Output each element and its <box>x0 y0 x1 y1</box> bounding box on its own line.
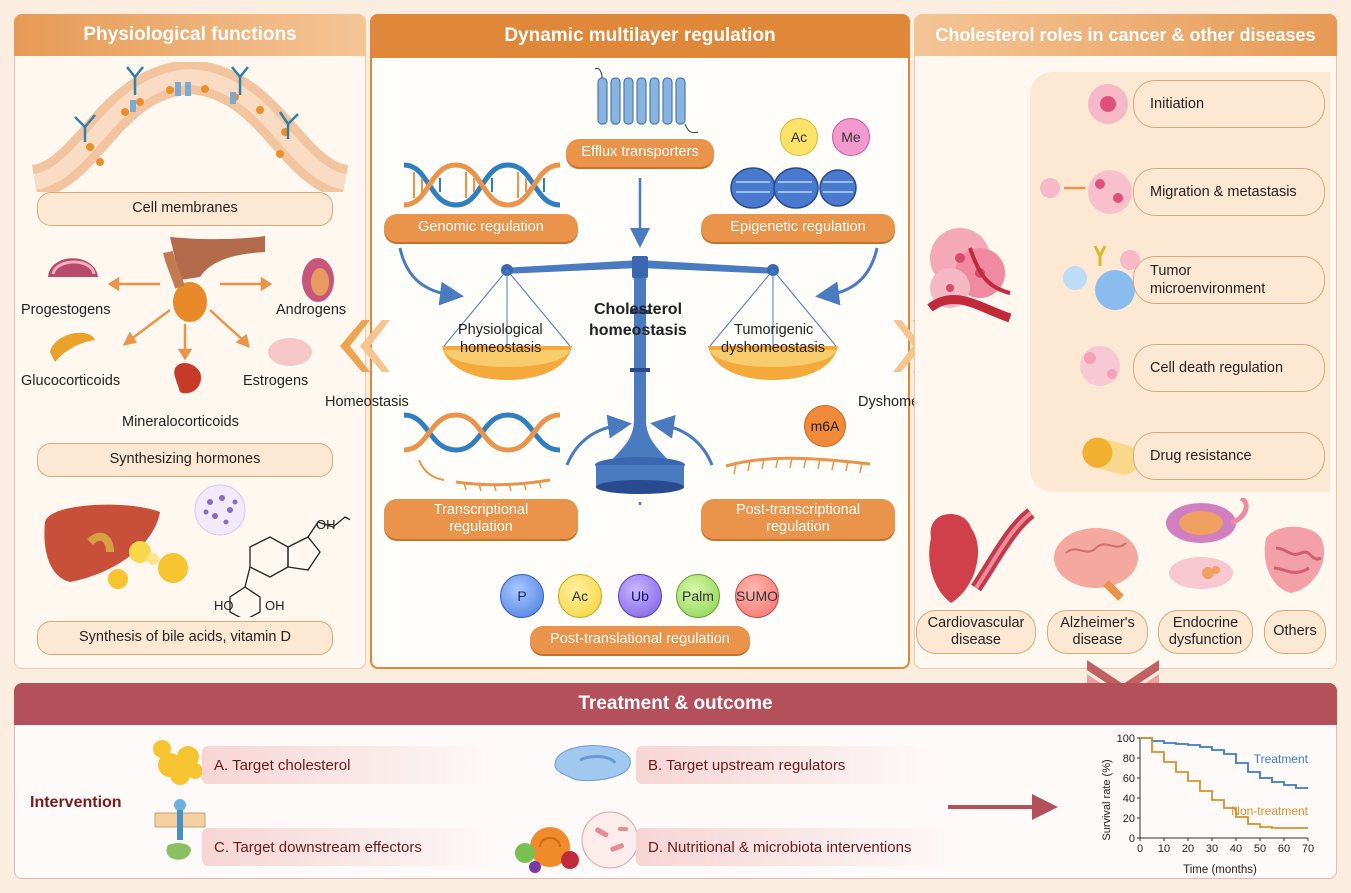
ptm-ac-label: Ac <box>571 588 589 604</box>
disease-cardiovascular: Cardiovascular disease <box>916 610 1036 654</box>
dna-genomic-icon <box>404 162 560 208</box>
chart-x-tick-label: 30 <box>1206 843 1218 855</box>
acetyl-mark: Ac <box>780 118 818 156</box>
androgens-label: Androgens <box>276 302 347 318</box>
cancer-title: Cholesterol roles in cancer & other dise… <box>935 24 1316 45</box>
left-chevron <box>340 320 390 372</box>
role-microenvironment: Tumor microenvironment <box>1133 256 1325 304</box>
methyl-label: Me <box>841 129 861 145</box>
m6a-label: m6A <box>810 418 840 434</box>
physiological-homeostasis-line1: Physiological <box>458 322 543 338</box>
m6a-mark: m6A <box>804 405 846 447</box>
balance-scale <box>398 178 879 505</box>
chem-ho: HO <box>214 598 234 613</box>
chart-y-tick-label: 20 <box>1123 813 1135 825</box>
physiological-title: Physiological functions <box>83 24 297 45</box>
tumorigenic-line2: dyshomeostasis <box>721 340 825 356</box>
ptm-ub-label: Ub <box>631 588 649 604</box>
chart-x-tick-label: 0 <box>1137 843 1143 855</box>
role-drug-resistance: Drug resistance <box>1133 432 1325 480</box>
methyl-mark: Me <box>832 118 870 156</box>
progestogens-label: Progestogens <box>21 302 111 318</box>
role-cell-death: Cell death regulation <box>1133 344 1325 392</box>
treatment-title: Treatment & outcome <box>578 693 773 714</box>
membrane-illustration <box>30 62 350 192</box>
chart-x-tick-label: 10 <box>1158 843 1170 855</box>
cell-membranes-pill: Cell membranes <box>37 192 333 226</box>
glucocorticoids-label: Glucocorticoids <box>21 373 121 389</box>
ptm-acetylation: Ac <box>558 574 602 618</box>
efflux-transporter-icon <box>594 67 699 134</box>
outcome-arrow <box>948 794 1058 820</box>
target-upstream: B. Target upstream regulators <box>636 746 936 784</box>
ptm-ubiquitination: Ub <box>618 574 662 618</box>
treatment-icons <box>153 740 639 873</box>
chart-x-tick-label: 20 <box>1182 843 1194 855</box>
cancer-header: Cholesterol roles in cancer & other dise… <box>914 14 1337 56</box>
chem-oh-top: OH <box>316 517 336 532</box>
chart-x-tick-label: 40 <box>1230 843 1242 855</box>
chart-series-label-0: Treatment <box>1254 752 1309 766</box>
disease-alzheimers: Alzheimer's disease <box>1047 610 1148 654</box>
ptm-p-label: P <box>517 588 527 604</box>
disease-endocrine: Endocrine dysfunction <box>1158 610 1253 654</box>
physiological-homeostasis-line2: homeostasis <box>460 340 542 356</box>
chart-series-line-0 <box>1140 737 1308 789</box>
chart-series-line-1 <box>1140 737 1308 829</box>
regulation-title: Dynamic multilayer regulation <box>504 25 776 46</box>
ptm-phosphorylation: P <box>500 574 544 618</box>
survival-chart: Survival rate (%) Time (months) 0 10 20 30 4… <box>1101 733 1314 876</box>
liver-vitamin-d-illustration <box>44 484 350 617</box>
epigenetic-regulation-pill: Epigenetic regulation <box>701 214 895 242</box>
rna-icon <box>725 456 871 475</box>
ptm-palm-label: Palm <box>682 588 714 604</box>
center-label-1: Cholesterol <box>594 301 683 318</box>
center-label-2: homeostasis <box>589 322 687 339</box>
chart-y-tick-label: 100 <box>1117 733 1135 745</box>
mineralocorticoids-label: Mineralocorticoids <box>122 414 239 430</box>
target-downstream: C. Target downstream effectors <box>202 828 502 866</box>
role-initiation: Initiation <box>1133 80 1325 128</box>
chem-oh-bottom: OH <box>265 598 285 613</box>
physiological-header: Physiological functions <box>14 14 366 56</box>
chart-ylabel: Survival rate (%) <box>1101 759 1113 840</box>
ptm-sumo-label: SUMO <box>736 588 778 604</box>
chart-x-tick-label: 50 <box>1254 843 1266 855</box>
estrogens-label: Estrogens <box>243 373 309 389</box>
ptm-sumoylation: SUMO <box>735 574 779 618</box>
bile-vitamin-d-pill: Synthesis of bile acids, vitamin D <box>37 621 333 655</box>
nutritional-microbiota: D. Nutritional & microbiota intervention… <box>636 828 966 866</box>
disease-icons <box>929 498 1325 603</box>
tumorigenic-line1: Tumorigenic <box>734 322 814 338</box>
synthesizing-hormones-pill: Synthesizing hormones <box>37 443 333 477</box>
disease-others: Others <box>1264 610 1326 654</box>
dna-transcriptional-icon <box>404 412 560 492</box>
acetyl-label: Ac <box>790 129 808 145</box>
chart-y-tick-label: 0 <box>1129 833 1135 845</box>
chart-series-label-1: Non-treatment <box>1231 804 1308 818</box>
chart-x-tick-label: 60 <box>1278 843 1290 855</box>
genomic-regulation-pill: Genomic regulation <box>384 214 578 242</box>
chart-y-tick-label: 40 <box>1123 793 1135 805</box>
transcriptional-regulation-pill: Transcriptional regulation <box>384 499 578 539</box>
post-transcriptional-regulation-pill: Post-transcriptional regulation <box>701 499 895 539</box>
post-translational-regulation-pill: Post-translational regulation <box>530 626 750 654</box>
chart-y-tick-label: 60 <box>1123 773 1135 785</box>
nucleosome-icon <box>730 167 857 209</box>
cancer-role-icons <box>1040 84 1140 475</box>
chart-y-tick-label: 80 <box>1123 753 1135 765</box>
treatment-header: Treatment & outcome <box>14 683 1337 725</box>
tumor-vessel-illustration <box>927 228 1012 323</box>
hormone-illustration <box>48 236 334 394</box>
role-migration: Migration & metastasis <box>1133 168 1325 216</box>
homeostasis-label: Homeostasis <box>325 394 409 410</box>
intervention-label: Intervention <box>30 794 122 811</box>
efflux-transporters-pill: Efflux transporters <box>566 139 714 167</box>
chart-xlabel: Time (months) <box>1183 864 1257 876</box>
target-cholesterol: A. Target cholesterol <box>202 746 502 784</box>
regulation-header: Dynamic multilayer regulation <box>370 14 910 58</box>
ptm-palmitoylation: Palm <box>676 574 720 618</box>
chart-x-tick-label: 70 <box>1302 843 1314 855</box>
